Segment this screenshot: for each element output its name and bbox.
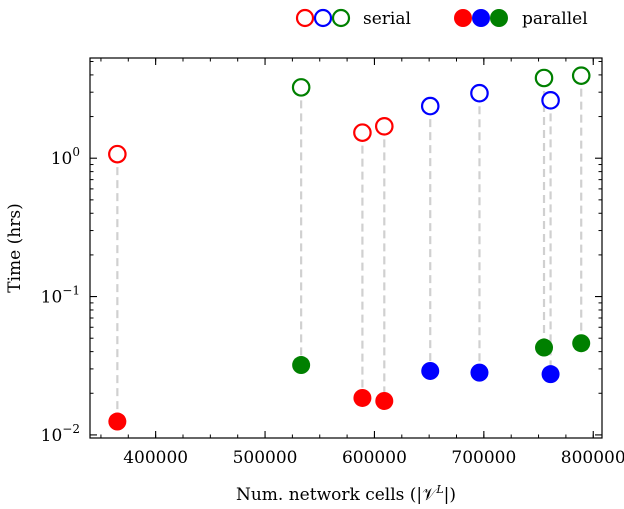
parallel-point [375,391,394,410]
parallel-point [108,412,127,431]
x-tick-label: 600000 [342,448,407,468]
serial-point [108,144,127,164]
x-axis-label-end: |) [444,485,456,505]
parallel-point [470,363,489,382]
y-tick-label: 10−1 [41,284,80,308]
legend-parallel-marker [472,9,490,27]
x-axis-label-main: Num. network cells (|𝒱 [236,485,439,505]
parallel-point [292,356,311,375]
serial-point [420,96,440,116]
y-tick-label: 100 [51,145,80,169]
parallel-point [535,338,554,357]
serial-point [374,117,394,136]
x-tick-label: 700000 [451,448,516,468]
serial-point [470,83,489,103]
x-tick-label: 400000 [123,448,188,468]
y-axis-label: Time (hrs) [5,203,25,292]
serial-point [353,123,372,142]
parallel-point [572,334,591,353]
serial-point [534,68,554,88]
parallel-point [353,388,372,407]
legend-parallel-marker [490,9,508,27]
plot-axes: 400000 500000 600000 700000 800000 10−2 10−1 10… [41,57,624,468]
serial-point [541,91,560,110]
x-tick-label: 500000 [233,448,298,468]
x-axis-label-superscript: L [435,483,443,496]
legend-parallel-marker [454,9,472,27]
legend-serial-marker [313,8,333,28]
legend: serial parallel [295,8,588,29]
parallel-point [421,361,440,380]
x-tick-label: 800000 [561,448,624,468]
connector-lines [116,75,583,422]
plot-frame [89,57,603,439]
legend-serial-marker [295,8,315,28]
legend-parallel-label: parallel [522,9,588,29]
legend-serial-marker [331,8,351,28]
serial-point [571,66,591,85]
y-tick-label: 10−2 [41,422,80,446]
parallel-point [541,365,560,384]
data-markers [108,66,591,431]
serial-point [291,78,311,97]
legend-serial-label: serial [363,9,411,29]
x-axis-label: Num. network cells (|𝒱L|) [236,483,456,505]
